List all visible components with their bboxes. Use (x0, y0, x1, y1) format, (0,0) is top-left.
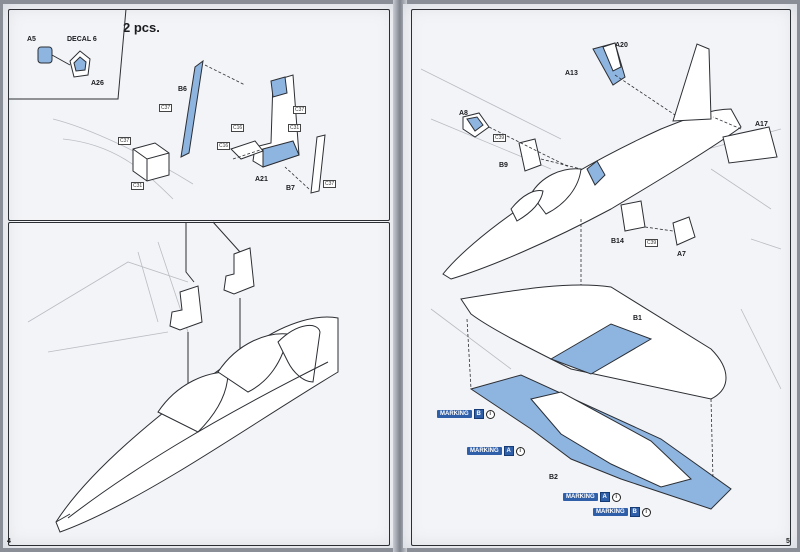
page-number-right: 5 (786, 538, 790, 545)
marking-letter: A (599, 492, 610, 502)
label-decal: DECAL 6 (67, 36, 97, 43)
marking-label: MARKING (467, 447, 502, 455)
label-a20: A20 (615, 42, 628, 49)
cockpit-seats-drawing (27, 221, 339, 533)
label-a5: A5 (27, 36, 36, 43)
left-page: 2 pcs. A5 DECAL 6 A26 (3, 4, 397, 548)
marking-letter: B (629, 507, 640, 517)
seat-exploded-drawing (52, 59, 326, 200)
cement-ref: C31 (288, 124, 302, 132)
info-icon: i (641, 507, 651, 517)
info-icon: i (515, 446, 525, 456)
marking-b-callout-2: MARKING B i (593, 507, 651, 517)
marking-label: MARKING (563, 493, 598, 501)
label-a21: A21 (255, 176, 268, 183)
marking-label: MARKING (437, 410, 472, 418)
page-number-left: 4 (7, 538, 11, 545)
label-b2: B2 (549, 474, 558, 481)
marking-label: MARKING (593, 508, 628, 516)
label-a13: A13 (565, 70, 578, 77)
marking-letter: A (503, 446, 514, 456)
upper-step-frame (8, 9, 390, 221)
cement-ref: C37 (293, 106, 307, 114)
marking-b-callout-1: MARKING B i (437, 409, 495, 419)
label-b1: B1 (633, 315, 642, 322)
lower-step-frame (8, 222, 390, 546)
cement-ref: C31 (131, 182, 145, 190)
right-step-frame (411, 9, 791, 546)
info-icon: i (485, 409, 495, 419)
label-b6: B6 (178, 86, 187, 93)
label-a8: A8 (459, 110, 468, 117)
marking-a-callout-2: MARKING A i (563, 492, 621, 502)
label-b9: B9 (499, 162, 508, 169)
decal-inset-drawing (8, 8, 127, 100)
label-a26: A26 (91, 80, 104, 87)
cement-ref: C37 (118, 137, 132, 145)
quantity-note: 2 pcs. (123, 20, 160, 35)
label-b14: B14 (611, 238, 624, 245)
marking-a-callout-1: MARKING A i (467, 446, 525, 456)
cement-ref: C39 (645, 239, 659, 247)
marking-letter: B (473, 409, 484, 419)
cement-ref: C16 (217, 142, 231, 150)
label-a7: A7 (677, 251, 686, 258)
info-icon: i (611, 492, 621, 502)
cement-ref: C37 (159, 104, 173, 112)
cement-ref: C16 (231, 124, 245, 132)
cement-ref: C39 (493, 134, 507, 142)
label-b7: B7 (286, 185, 295, 192)
label-a17: A17 (755, 121, 768, 128)
right-page: A20 A13 A8 B9 A17 B14 A7 B1 B2 C39 C39 M… (403, 4, 797, 548)
cement-ref: C37 (323, 180, 337, 188)
tail-wing-assembly-drawing (420, 42, 782, 510)
